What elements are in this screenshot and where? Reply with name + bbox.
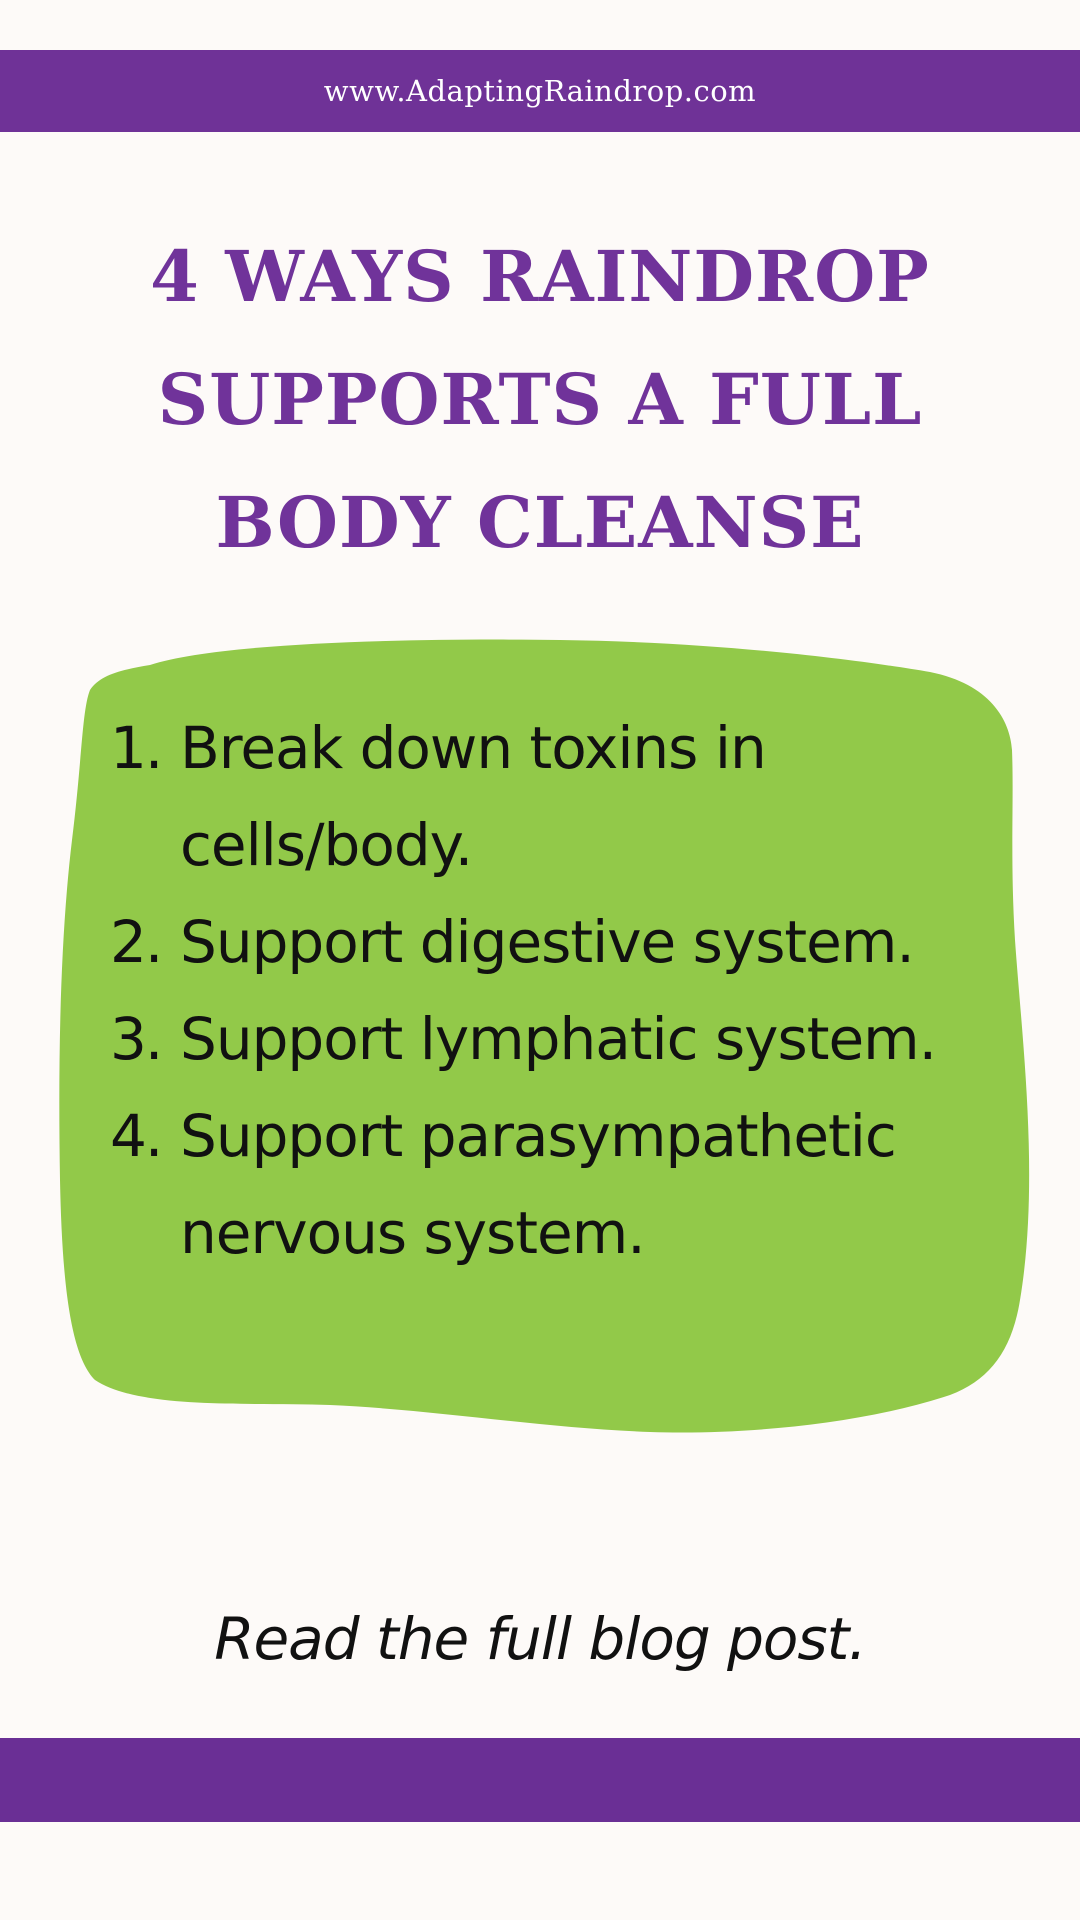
list-item-text: Support parasympathetic nervous system.: [180, 1102, 897, 1267]
list-item: 1. Break down toxins in cells/body.: [110, 700, 1030, 894]
site-url[interactable]: www.AdaptingRaindrop.com: [323, 74, 757, 108]
list-item-text: Support digestive system.: [180, 908, 915, 976]
list-item-text: Support lymphatic system.: [180, 1005, 937, 1073]
green-blob-background: [59, 639, 1030, 1433]
list-item-number: 4.: [110, 1102, 163, 1170]
title-line-3: BODY CLEANSE: [215, 481, 865, 564]
list-item-text: Break down toxins in cells/body.: [180, 714, 767, 879]
bottom-banner: [0, 1738, 1080, 1822]
list-item-number: 1.: [110, 714, 163, 782]
read-blog-link[interactable]: Read the full blog post.: [214, 1605, 867, 1673]
page-title: 4 WAYS RAINDROP SUPPORTS A FULL BODY CLE…: [60, 215, 1020, 584]
cleanse-list: 1. Break down toxins in cells/body. 2. S…: [110, 700, 1030, 1282]
list-item-number: 3.: [110, 1005, 163, 1073]
list-item: 2. Support digestive system.: [110, 894, 1030, 991]
title-line-2: SUPPORTS A FULL: [157, 358, 923, 441]
list-item: 3. Support lymphatic system.: [110, 991, 1030, 1088]
title-line-1: 4 WAYS RAINDROP: [150, 235, 930, 318]
list-item-number: 2.: [110, 908, 163, 976]
list-item: 4. Support parasympathetic nervous syste…: [110, 1088, 1030, 1282]
top-banner: www.AdaptingRaindrop.com: [0, 50, 1080, 132]
